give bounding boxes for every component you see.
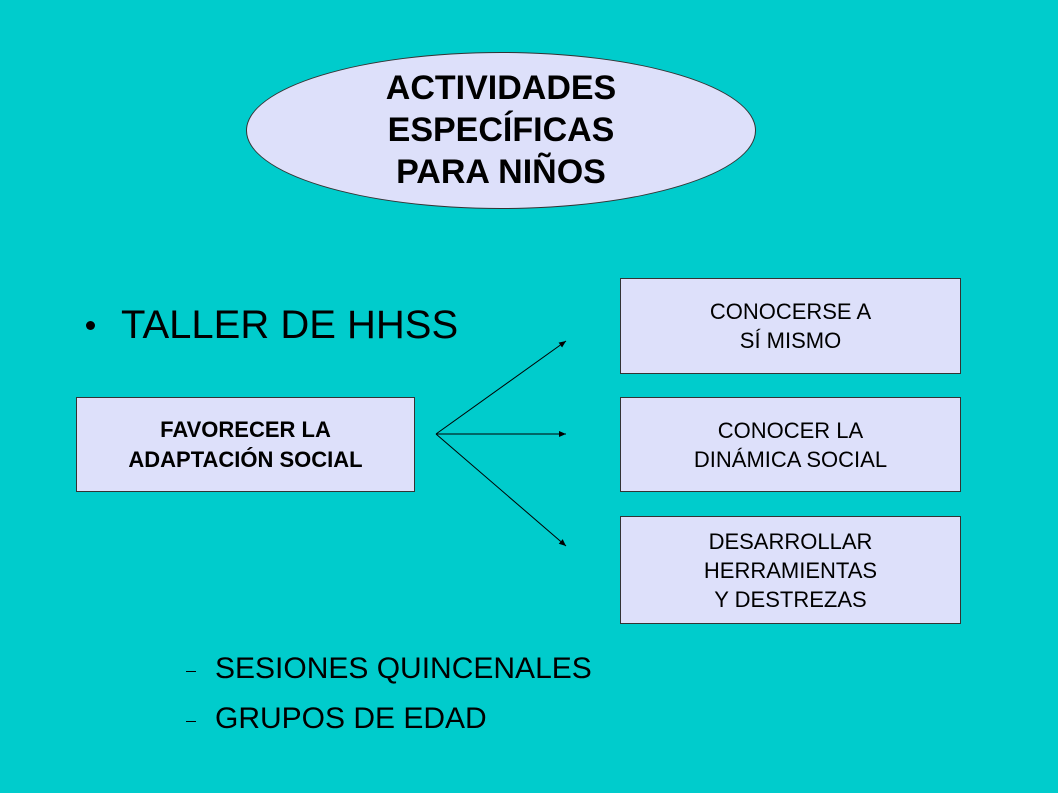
title-ellipse: ACTIVIDADES ESPECÍFICAS PARA NIÑOS [246,52,756,209]
arrow-to-box-1 [435,340,567,435]
outcome-box-1: CONOCERSE A SÍ MISMO [620,278,961,374]
sub-item-groups: GRUPOS DE EDAD [186,694,592,744]
sub-item-sessions: SESIONES QUINCENALES [186,644,592,694]
bullet-dot-icon [86,320,95,330]
dash-icon [186,720,196,722]
goal-box: FAVORECER LA ADAPTACIÓN SOCIAL [76,397,415,492]
sub-list: SESIONES QUINCENALES GRUPOS DE EDAD [186,644,592,744]
bullet-item: TALLER DE HHSS [86,300,458,350]
sub-item-label: SESIONES QUINCENALES [215,652,592,685]
bullet-text: TALLER DE HHSS [121,302,459,347]
page-title: ACTIVIDADES ESPECÍFICAS PARA NIÑOS [385,68,617,191]
outcome-box-2: CONOCER LA DINÁMICA SOCIAL [620,397,961,492]
outcome-box-3: DESARROLLAR HERRAMIENTAS Y DESTREZAS [620,516,961,624]
dash-icon [186,670,196,672]
arrow-to-box-3 [435,433,567,547]
sub-item-label: GRUPOS DE EDAD [215,702,487,735]
